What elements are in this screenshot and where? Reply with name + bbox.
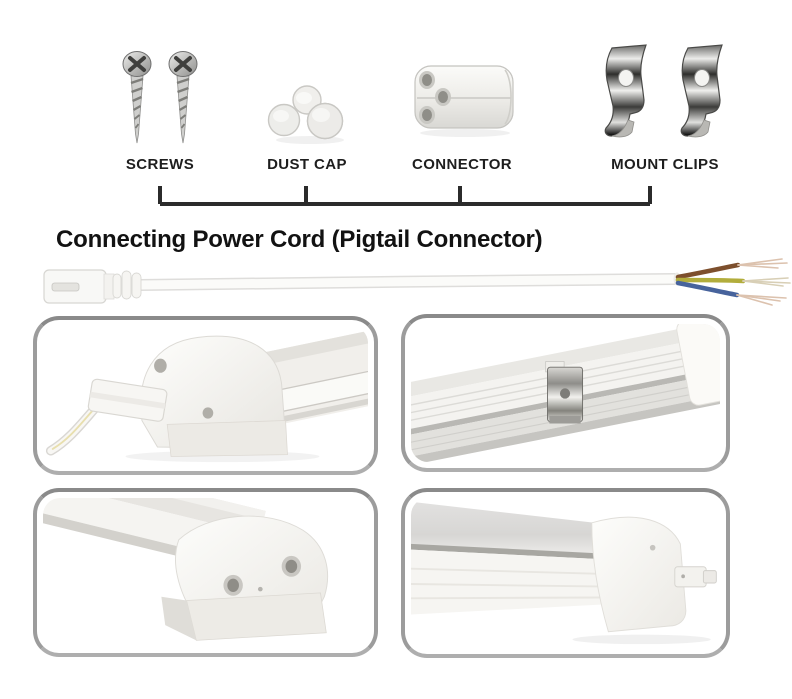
photo-plug-into-end-cap-image [43, 326, 368, 465]
screws-icon [122, 51, 198, 144]
connector-label: CONNECTOR [412, 156, 512, 173]
photo-mount-clip-installed [401, 314, 730, 472]
mount-clip-left [604, 44, 647, 138]
end-cap [591, 516, 687, 633]
mount-clip [545, 361, 584, 424]
connector-pin [674, 566, 717, 588]
base-step [161, 596, 197, 641]
screws-label: SCREWS [125, 156, 195, 173]
brown-wire [675, 262, 741, 280]
mount-clips-icon [604, 44, 723, 138]
plug [87, 378, 168, 422]
cap-hole [649, 544, 656, 551]
end-cap-base [166, 420, 288, 457]
photo-end-cap-connector-pin [401, 488, 730, 658]
dust-cap-label: DUST CAP [267, 156, 347, 173]
pigtail-power-cord [43, 258, 791, 306]
screw-left [122, 51, 152, 144]
blue-wire [675, 280, 740, 298]
mount-clip-right [680, 44, 723, 138]
yellow-green-wire [675, 277, 746, 284]
photo-end-cap-connector-pin-image [411, 498, 720, 648]
photo-end-cap-sockets-image [43, 498, 368, 647]
cap-hole-top [154, 358, 167, 373]
cap-hole-bottom [202, 407, 214, 419]
connector-icon [414, 65, 514, 137]
cord-cable [135, 274, 681, 290]
clip-screw-hole [559, 388, 571, 399]
cord-plug [43, 269, 115, 304]
copper-strands [736, 258, 791, 306]
cord-wires [675, 258, 791, 306]
photo-end-cap-sockets [33, 488, 378, 657]
photo-mount-clip-installed-image [411, 324, 720, 462]
section-title: Connecting Power Cord (Pigtail Connector… [56, 226, 543, 253]
photo-plug-into-end-cap [33, 316, 378, 475]
grouping-bracket [158, 186, 652, 206]
tube-body [411, 501, 629, 615]
mount-clips-label: MOUNT CLIPS [611, 156, 719, 173]
screw-right [168, 51, 198, 144]
pilot-hole [257, 586, 263, 592]
end-cap-base [186, 592, 327, 641]
cord-strain-relief [112, 270, 142, 300]
dust-cap-icon [267, 85, 344, 144]
